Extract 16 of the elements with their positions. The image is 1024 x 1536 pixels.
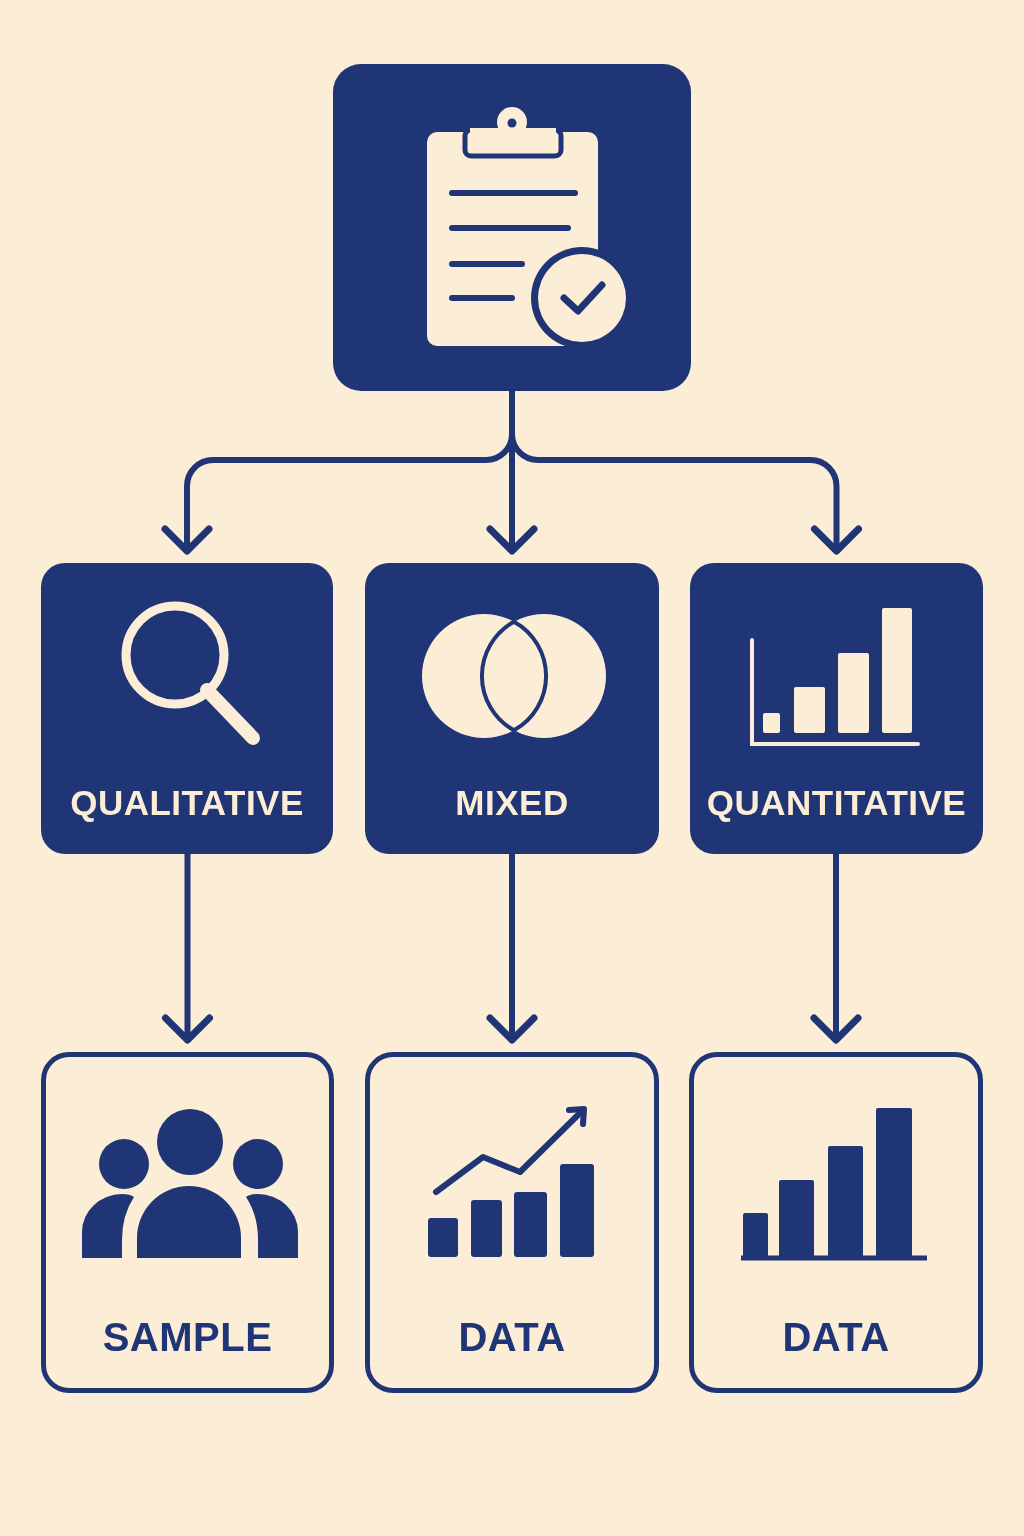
method-box <box>41 563 333 854</box>
arrow <box>810 851 862 1044</box>
process-box <box>333 64 691 391</box>
arrow <box>162 851 213 1044</box>
method-label: QUALITATIVE <box>70 785 304 820</box>
outcome-box <box>365 1052 659 1393</box>
outcome-label: DATA <box>458 1317 566 1357</box>
arrow <box>486 851 538 1044</box>
method-label: MIXED <box>455 785 569 820</box>
outcome-label: SAMPLE <box>102 1317 273 1357</box>
method-box <box>365 563 659 854</box>
outcome-label: DATA <box>782 1317 890 1357</box>
outcome-box <box>689 1052 983 1393</box>
outcome-box <box>41 1052 334 1393</box>
method-label: QUANTITATIVE <box>706 785 967 820</box>
method-box <box>690 563 983 854</box>
